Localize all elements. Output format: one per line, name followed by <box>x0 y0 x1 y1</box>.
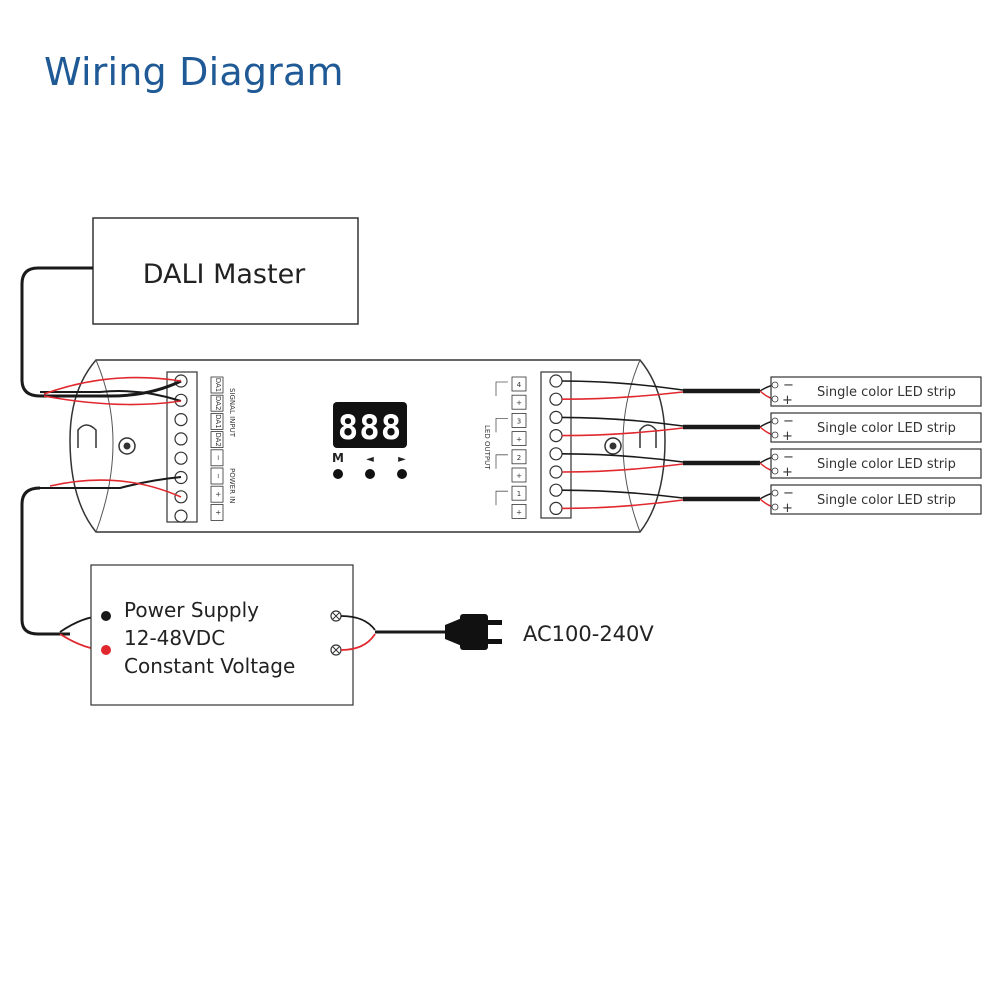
signal-input-label: SIGNAL INPUT <box>228 388 236 438</box>
channel-label: + <box>516 399 522 407</box>
left-terminal-screw-5 <box>174 451 188 465</box>
right-terminal-screw-2 <box>549 392 563 406</box>
ps-line3: Constant Voltage <box>124 654 295 678</box>
dali-bus-wires <box>20 266 182 406</box>
strip-pos-label: + <box>782 501 793 516</box>
left-terminal-label: − <box>214 473 222 479</box>
display-readout: 888 <box>338 408 402 448</box>
mounting-tab-right <box>639 424 657 448</box>
strip-label: Single color LED strip <box>817 457 956 472</box>
button-right <box>397 469 407 479</box>
led-strip-3: −+ Single color LED strip <box>770 448 982 480</box>
channel-label: 4 <box>517 381 522 389</box>
seven-segment-display <box>333 402 407 448</box>
channel-label: 2 <box>517 454 521 462</box>
left-terminal-label: DA1 <box>214 414 222 429</box>
strip-neg-label: − <box>783 378 794 393</box>
right-terminal-screw-5 <box>549 447 563 461</box>
right-terminal-screw-1 <box>549 374 563 388</box>
mains-label: AC100-240V <box>523 622 654 646</box>
right-terminal-screw-7 <box>549 483 563 497</box>
button-m-label: M <box>332 451 344 465</box>
dali-master-label: DALI Master <box>143 259 306 290</box>
ps-line1: Power Supply <box>124 598 259 622</box>
right-terminal-screw-4 <box>549 429 563 443</box>
strip-pos-label: + <box>782 393 793 408</box>
left-terminal-label: + <box>214 491 222 497</box>
power-supply: Power Supply 12-48VDC Constant Voltage <box>90 564 354 706</box>
channel-label: 1 <box>517 490 521 498</box>
dali-master-box: DALI Master <box>92 217 359 325</box>
left-terminal-screw-4 <box>174 432 188 446</box>
strip-label: Single color LED strip <box>817 493 956 508</box>
strip-neg-label: − <box>783 450 794 465</box>
channel-label: + <box>516 472 522 480</box>
left-terminal-label: DA1 <box>214 378 222 393</box>
right-terminal-screw-6 <box>549 465 563 479</box>
led-strip-1: −+ Single color LED strip <box>770 376 982 408</box>
left-terminal-screw-8 <box>174 509 188 523</box>
channel-label: + <box>516 508 522 516</box>
left-terminal-label: + <box>214 509 222 515</box>
channel-label: + <box>516 436 522 444</box>
strip-label: Single color LED strip <box>817 421 956 436</box>
channel-label: 3 <box>517 417 521 425</box>
strip-neg-label: − <box>783 486 794 501</box>
strip-neg-label: − <box>783 414 794 429</box>
ps-negative-terminal <box>101 611 111 621</box>
ps-positive-terminal <box>101 645 111 655</box>
strip-pos-label: + <box>782 465 793 480</box>
mounting-tab-left <box>77 424 97 448</box>
left-terminal-label: DA2 <box>214 432 222 447</box>
left-terminal-label: DA2 <box>214 396 222 411</box>
page-title: Wiring Diagram <box>44 50 344 94</box>
led-strip-2: −+ Single color LED strip <box>770 412 982 444</box>
right-terminal-screw-3 <box>549 410 563 424</box>
left-terminal-screw-3 <box>174 413 188 427</box>
button-left-label: ◄ <box>366 454 374 465</box>
button-left <box>365 469 375 479</box>
ac-plug: AC100-240V <box>340 614 654 651</box>
led-strip-4: −+ Single color LED strip <box>770 484 982 516</box>
ps-line2: 12-48VDC <box>124 626 225 650</box>
led-output-label: LED OUTPUT <box>483 425 491 470</box>
strip-pos-label: + <box>782 429 793 444</box>
strip-label: Single color LED strip <box>817 385 956 400</box>
power-in-label: POWER IN <box>228 468 236 503</box>
right-terminal-screw-8 <box>549 501 563 515</box>
button-m <box>333 469 343 479</box>
button-right-label: ► <box>398 454 406 465</box>
left-terminal-label: − <box>214 455 222 461</box>
